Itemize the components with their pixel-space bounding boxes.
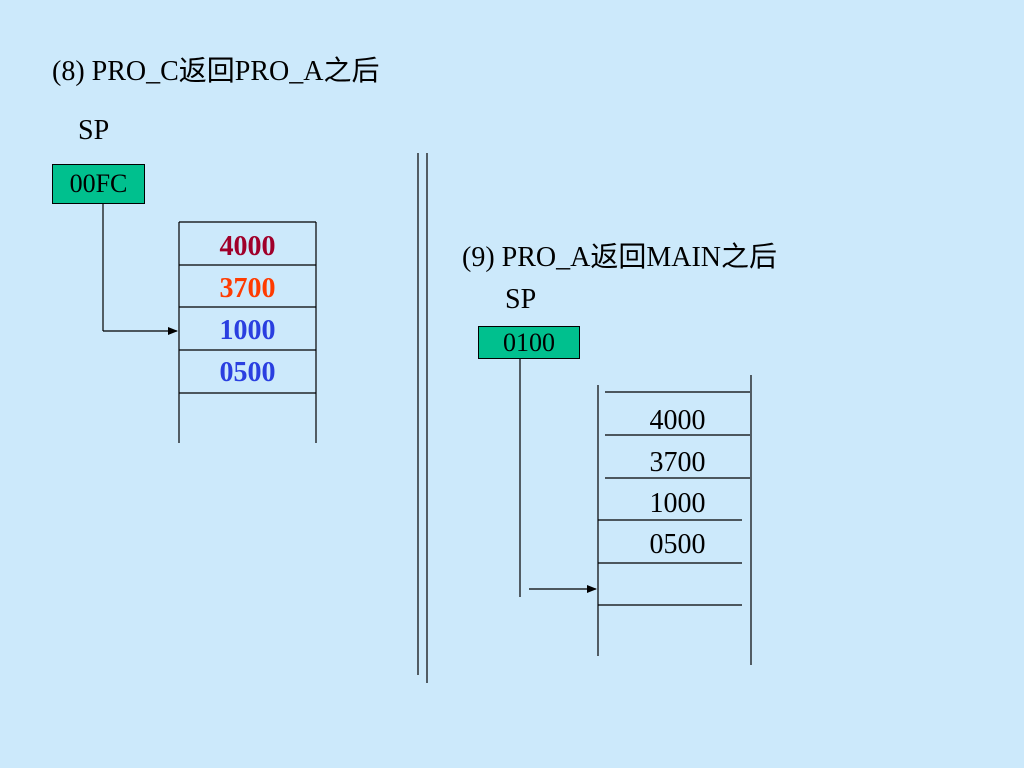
left-stack-frame [178, 221, 317, 443]
left-sp-label: SP [78, 115, 110, 146]
right-stack-frame [597, 375, 752, 665]
right-stack-value: 0500 [649, 529, 706, 560]
left-stack-cell: 1000 [179, 317, 316, 345]
left-stack-value: 0500 [219, 357, 276, 388]
right-stack-cell: 1000 [605, 490, 750, 518]
right-stack-value: 4000 [649, 405, 706, 436]
right-sp-arrow [519, 358, 597, 597]
right-stack-value: 1000 [649, 488, 706, 519]
right-stack-cell: 4000 [605, 407, 750, 435]
right-stack-value: 3700 [649, 447, 706, 478]
divider-double-line [417, 153, 428, 683]
left-title: (8) PRO_C返回PRO_A之后 [52, 56, 380, 87]
right-stack-cell: 3700 [605, 449, 750, 477]
right-title: (9) PRO_A返回MAIN之后 [462, 242, 778, 273]
right-sp-label: SP [505, 284, 537, 315]
right-stack-cell: 0500 [605, 531, 750, 559]
left-stack-cell: 3700 [179, 275, 316, 303]
left-stack-value: 1000 [219, 315, 276, 346]
left-stack-value: 4000 [219, 231, 276, 262]
left-stack-cell: 0500 [179, 359, 316, 387]
left-stack-value: 3700 [219, 273, 276, 304]
left-stack-cell: 4000 [179, 233, 316, 261]
left-sp-value: 00FC [69, 169, 128, 198]
left-sp-arrow [102, 203, 178, 335]
right-sp-value: 0100 [503, 327, 555, 357]
left-sp-register: 00FC [52, 164, 145, 204]
right-sp-register: 0100 [478, 326, 580, 359]
